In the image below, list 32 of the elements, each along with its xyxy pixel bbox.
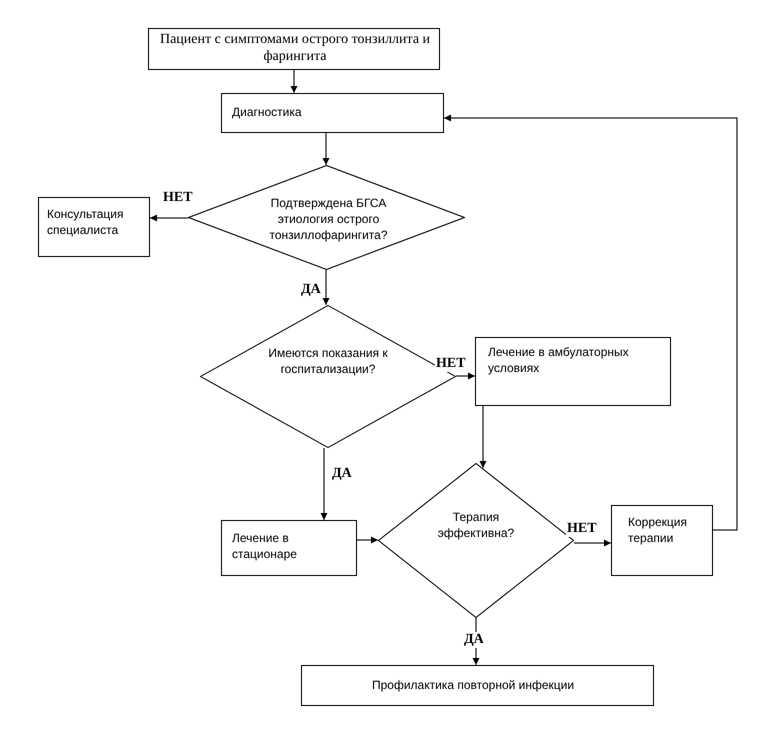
node-text: Лечение в стационаре (232, 530, 298, 562)
node-text: Консультация специалиста (47, 206, 124, 238)
edge-label: НЕТ (566, 521, 598, 537)
node-text: Профилактика повторной инфекции (372, 677, 576, 693)
arrow (320, 448, 328, 520)
node-text: Подтверждена БГСА этиология острого тонзиллофарингита? (268, 195, 389, 243)
process-box (611, 505, 713, 576)
process-box (148, 28, 440, 70)
arrow (322, 132, 330, 166)
arrow (480, 406, 486, 468)
arrow (150, 214, 188, 222)
process-box (475, 337, 671, 406)
node-text: Лечение в амбулаторных условиях (488, 344, 630, 376)
arrow (290, 70, 298, 94)
arrow (574, 540, 612, 546)
process-box (221, 93, 444, 133)
edge-label: ДА (463, 632, 485, 648)
arrow (356, 536, 378, 544)
arrow (444, 114, 738, 530)
node-text: Имеются показания к госпитализации? (267, 345, 389, 377)
node-text: Диагностика (232, 104, 303, 120)
process-box (38, 197, 150, 257)
arrow (456, 372, 476, 380)
edge-label: ДА (331, 466, 353, 482)
node-text: Пациент с симптомами острого тонзиллита и фарингита (158, 31, 432, 65)
edge-label: ДА (300, 282, 322, 298)
arrow (322, 270, 330, 306)
process-box (221, 520, 357, 576)
process-box (301, 665, 654, 706)
edge-label: НЕТ (435, 356, 467, 372)
node-text: Коррекция терапии (628, 514, 688, 546)
node-text: Терапия эффективна? (436, 509, 516, 541)
